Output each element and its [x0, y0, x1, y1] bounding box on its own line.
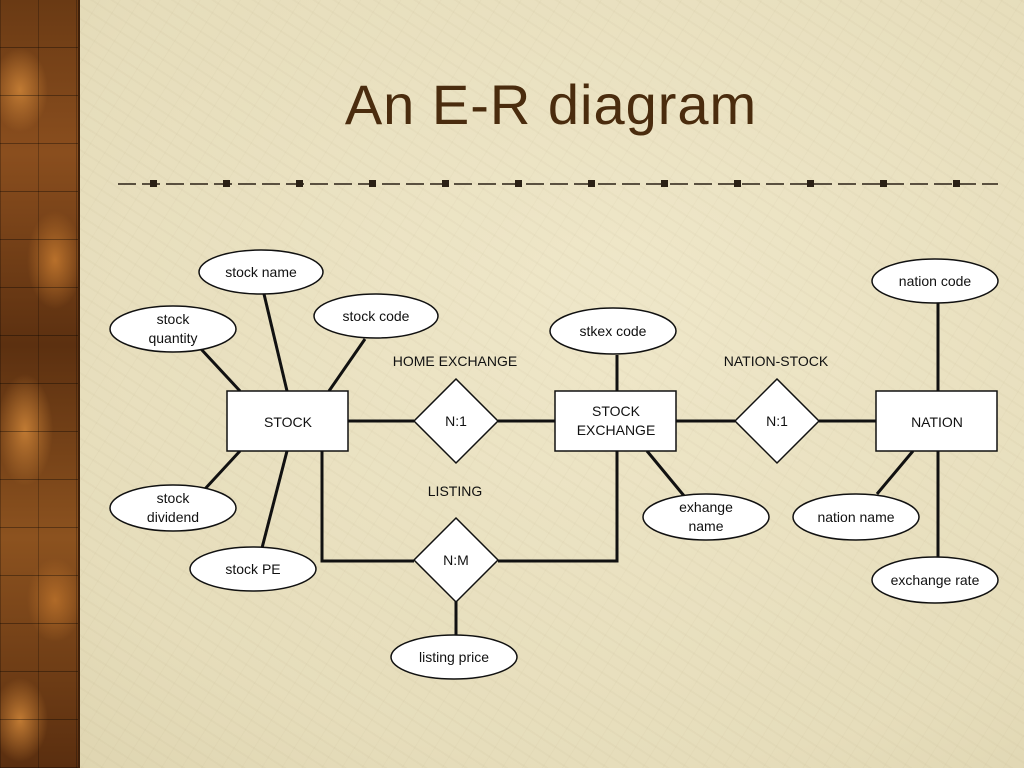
entity-label: STOCK: [264, 414, 313, 430]
relationship-name-listing: LISTING: [428, 483, 482, 499]
connector-nation-name: [875, 450, 915, 495]
attribute-stock-pe: stock PE: [189, 546, 317, 592]
entity-label: EXCHANGE: [577, 422, 656, 438]
entity-label: STOCK: [592, 403, 641, 419]
relationship-name-home-exchange: HOME EXCHANGE: [393, 353, 517, 369]
relationship-listing: N:M: [412, 516, 500, 604]
divider-square: [296, 180, 303, 187]
attribute-stock-code: stock code: [313, 293, 439, 339]
attribute-exchange-rate: exchange rate: [871, 556, 999, 604]
relationship-cardinality: N:M: [443, 552, 469, 568]
attribute-label: nation name: [817, 509, 894, 525]
attribute-label: stock code: [343, 308, 410, 324]
divider-square: [369, 180, 376, 187]
title-divider: [118, 180, 998, 187]
attribute-label: quantity: [148, 330, 197, 346]
divider-square: [223, 180, 230, 187]
attribute-label: stock: [157, 490, 191, 506]
attribute-label: listing price: [419, 649, 489, 665]
relationship-name-nation-stock: NATION-STOCK: [724, 353, 829, 369]
attribute-label: stock name: [225, 264, 297, 280]
attribute-stkex-code: stkex code: [549, 307, 677, 355]
attribute-label: stkex code: [580, 323, 647, 339]
divider-square: [515, 180, 522, 187]
connector-stock-listing: [320, 451, 414, 563]
divider-square: [880, 180, 887, 187]
connector-exhange-name: [645, 450, 687, 498]
relationship-cardinality: N:1: [445, 413, 467, 429]
attribute-exhange-name: exhange name: [642, 493, 770, 541]
connector-lines: [199, 293, 940, 635]
entity-nation: NATION: [875, 390, 998, 452]
divider-square: [150, 180, 157, 187]
attribute-label: stock: [157, 311, 191, 327]
divider-square: [661, 180, 668, 187]
divider-square: [953, 180, 960, 187]
entity-label: NATION: [911, 414, 963, 430]
attribute-label: nation code: [899, 273, 972, 289]
entity-stock-exchange: STOCK EXCHANGE: [554, 390, 677, 452]
page-title: An E-R diagram: [344, 73, 758, 136]
attribute-label: exhange: [679, 499, 733, 515]
connector-stock-dividend: [202, 449, 242, 492]
divider-square: [734, 180, 741, 187]
attribute-nation-code: nation code: [871, 258, 999, 304]
relationship-nation-stock: N:1: [733, 377, 821, 465]
attribute-listing-price: listing price: [390, 634, 518, 680]
connector-stock-pe: [260, 450, 289, 549]
attribute-label: stock PE: [225, 561, 280, 577]
divider-square: [588, 180, 595, 187]
relationship-home-exchange: N:1: [412, 377, 500, 465]
attribute-label: exchange rate: [891, 572, 980, 588]
attribute-label: name: [688, 518, 723, 534]
connector-listing-stock-exchange: [498, 451, 619, 563]
connector-stock-quantity: [199, 347, 242, 393]
attribute-stock-quantity: stock quantity: [109, 305, 237, 353]
attribute-stock-dividend: stock dividend: [109, 484, 237, 532]
attribute-label: dividend: [147, 509, 199, 525]
connector-stock-name: [262, 293, 289, 392]
connector-stock-code: [327, 338, 367, 392]
attribute-stock-name: stock name: [198, 249, 324, 295]
divider-square: [807, 180, 814, 187]
relationship-cardinality: N:1: [766, 413, 788, 429]
wood-border-strip: [0, 0, 80, 768]
entity-stock: STOCK: [226, 390, 349, 452]
divider-square: [442, 180, 449, 187]
attribute-nation-name: nation name: [792, 493, 920, 541]
